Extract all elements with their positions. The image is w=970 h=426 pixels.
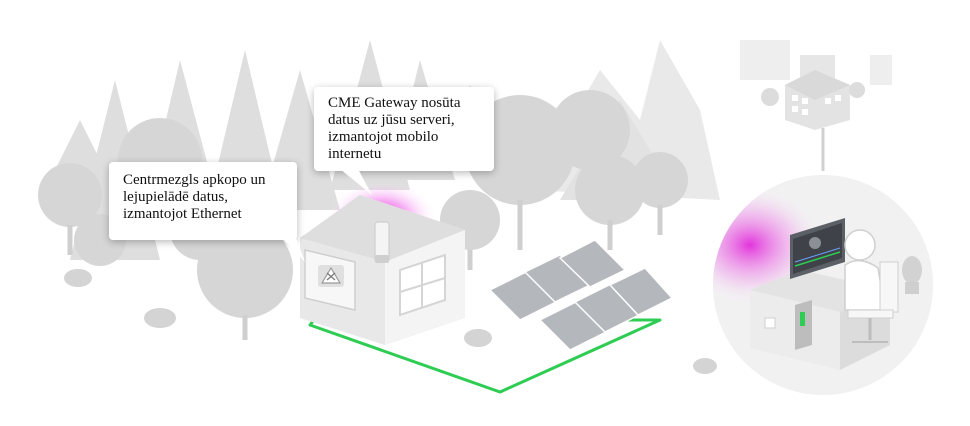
hub-callout-line-3: izmantojot Ethernet	[123, 206, 242, 222]
hub-callout: Centrmezgls apkopo un lejupielādē datus,…	[109, 162, 297, 240]
hub-callout-line-1: Centrmezgls apkopo un	[123, 172, 266, 188]
server-buildings	[740, 40, 892, 175]
warning-tools-icon	[320, 266, 342, 284]
gateway-callout-line-1: CME Gateway nosūta	[328, 95, 461, 111]
cme-gateway-device	[374, 221, 390, 263]
gateway-callout-line-4: internetu	[328, 146, 382, 162]
gateway-callout: CME Gateway nosūta datus uz jūsu serveri…	[314, 87, 494, 171]
hub-callout-line-2: lejupielādē datus,	[123, 189, 228, 205]
gateway-callout-line-3: izmantojot mobilo	[328, 129, 439, 145]
office-zoom-circle	[709, 171, 937, 399]
solar-panels	[488, 239, 674, 351]
gateway-callout-line-2: datus uz jūsu serveri,	[328, 112, 455, 128]
